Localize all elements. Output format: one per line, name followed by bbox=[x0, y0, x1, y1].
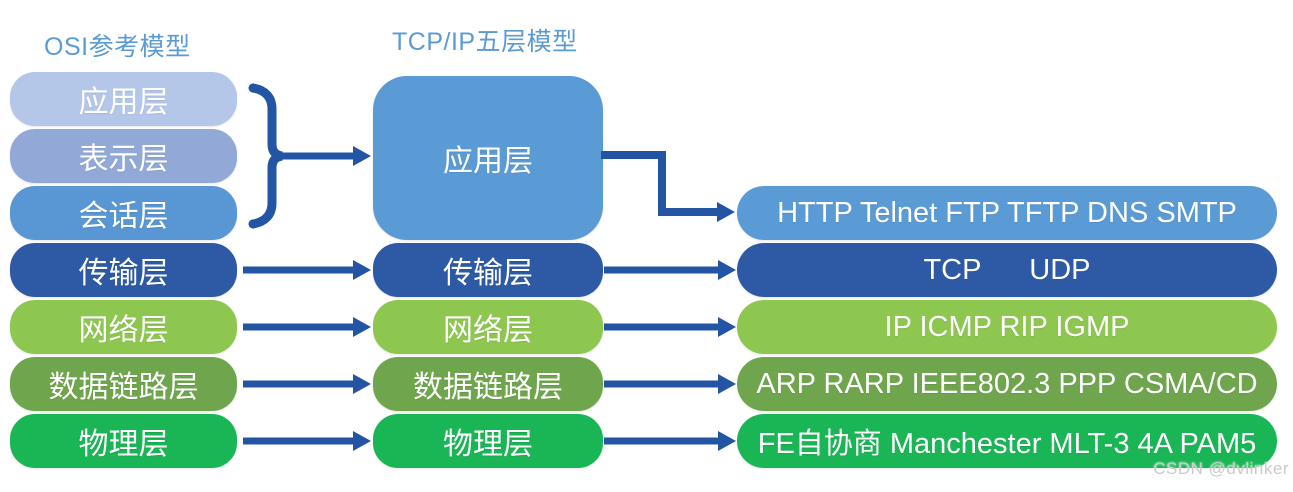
tcpip-layer-datalink: 数据链路层 bbox=[373, 357, 603, 411]
protocols-physical-label: FE自协商 Manchester MLT-3 4A PAM5 bbox=[757, 428, 1257, 460]
tcpip-layer-physical: 物理层 bbox=[373, 414, 603, 468]
osi-layer-presentation-label: 表示层 bbox=[78, 143, 169, 176]
osi-layer-session-label: 会话层 bbox=[78, 200, 169, 233]
osi-layer-datalink-label: 数据链路层 bbox=[48, 371, 199, 404]
arrowhead-tcpip-transport-icon bbox=[718, 260, 736, 280]
watermark: CSDN @dvlinker bbox=[1153, 459, 1289, 478]
arrowhead-tcpip-network-icon bbox=[718, 317, 736, 337]
tcpip-layer-physical-label: 物理层 bbox=[443, 428, 533, 461]
osi-layer-network: 网络层 bbox=[10, 300, 237, 354]
arrowhead-brace-to-application-icon bbox=[353, 146, 371, 166]
arrowhead-osi-datalink-icon bbox=[353, 374, 371, 394]
protocols-transport-label: TCP UDP bbox=[923, 253, 1091, 286]
arrowhead-osi-network-icon bbox=[353, 317, 371, 337]
protocols-network-row: IP ICMP RIP IGMP bbox=[737, 300, 1277, 354]
tcpip-layer-transport: 传输层 bbox=[373, 243, 603, 297]
osi-layer-session: 会话层 bbox=[10, 186, 237, 240]
brace-top-layers-icon bbox=[248, 83, 283, 229]
osi-layer-physical: 物理层 bbox=[10, 414, 237, 468]
arrowhead-tcpip-datalink-icon bbox=[718, 374, 736, 394]
osi-layer-transport-label: 传输层 bbox=[78, 257, 169, 290]
osi-column-title: OSI参考模型 bbox=[44, 33, 191, 61]
osi-layer-transport: 传输层 bbox=[10, 243, 237, 297]
osi-layer-physical-label: 物理层 bbox=[78, 428, 169, 461]
osi-layer-datalink: 数据链路层 bbox=[10, 357, 237, 411]
tcpip-layer-network-label: 网络层 bbox=[443, 314, 533, 347]
protocols-datalink-label: ARP RARP IEEE802.3 PPP CSMA/CD bbox=[756, 367, 1258, 400]
osi-layer-presentation: 表示层 bbox=[10, 129, 237, 183]
protocols-network-label: IP ICMP RIP IGMP bbox=[884, 310, 1130, 343]
osi-layer-network-label: 网络层 bbox=[78, 314, 169, 347]
tcpip-layer-transport-label: 传输层 bbox=[443, 257, 533, 290]
tcpip-layer-application: 应用层 bbox=[373, 76, 603, 240]
protocols-datalink-row: ARP RARP IEEE802.3 PPP CSMA/CD bbox=[737, 357, 1277, 411]
protocols-application-row: HTTP Telnet FTP TFTP DNS SMTP bbox=[737, 186, 1277, 240]
arrowhead-application-to-protocols-icon bbox=[717, 202, 735, 222]
protocols-physical-row: FE自协商 Manchester MLT-3 4A PAM5 bbox=[737, 414, 1277, 468]
protocols-application-label: HTTP Telnet FTP TFTP DNS SMTP bbox=[777, 196, 1237, 229]
arrowhead-tcpip-physical-icon bbox=[718, 431, 736, 451]
protocols-transport-row: TCP UDP bbox=[737, 243, 1277, 297]
tcpip-column-title: TCP/IP五层模型 bbox=[392, 28, 578, 56]
tcpip-layer-datalink-label: 数据链路层 bbox=[413, 371, 563, 404]
arrowhead-osi-physical-icon bbox=[353, 431, 371, 451]
osi-layer-application: 应用层 bbox=[10, 72, 237, 126]
arrowhead-osi-transport-icon bbox=[353, 260, 371, 280]
arrow-application-to-protocols bbox=[601, 151, 719, 216]
osi-layer-application-label: 应用层 bbox=[78, 86, 169, 119]
tcpip-layer-application-label: 应用层 bbox=[443, 145, 533, 178]
tcpip-layer-network: 网络层 bbox=[373, 300, 603, 354]
